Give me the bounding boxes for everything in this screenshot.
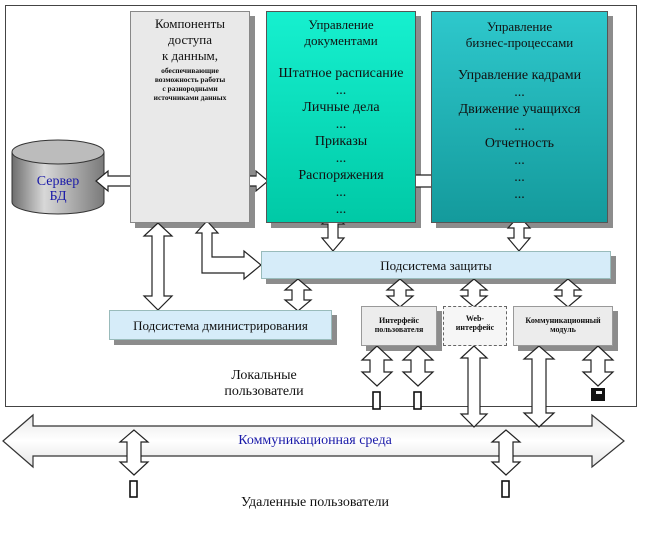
- local-users-line1: Локальные: [231, 368, 297, 383]
- local-users-line2: пользователи: [224, 384, 304, 399]
- comm-line1: Коммуникационный: [525, 316, 601, 325]
- security-subsystem-box: Подсистема защиты: [261, 251, 611, 279]
- communication-module-box: Коммуникационный модуль: [513, 306, 613, 346]
- user-terminal-icons: [129, 391, 510, 498]
- docs-item: Приказы: [314, 134, 368, 149]
- arrow-access-security: [194, 220, 262, 281]
- admin-subsystem-box: Подсистема дминистрирования: [109, 310, 332, 340]
- arrow-comm-device: [581, 345, 615, 387]
- docs-item: Штатное расписание: [278, 66, 404, 81]
- docs-title-line1: Управление: [308, 17, 374, 32]
- arrow-interface-user2: [401, 345, 435, 387]
- server-label-line1: Сервер: [36, 174, 80, 189]
- admin-label: Подсистема дминистрирования: [133, 318, 308, 333]
- web-interface-box: Web- интерфейс: [443, 306, 507, 346]
- interface-line2: пользователя: [374, 325, 424, 334]
- biz-item: ...: [514, 119, 525, 134]
- biz-item: Управление кадрами: [457, 68, 582, 83]
- access-detail-line4: источниками данных: [153, 93, 227, 102]
- docs-item: ...: [335, 202, 347, 217]
- local-user-icon-2: [413, 391, 422, 410]
- biz-item: Отчетность: [484, 136, 555, 151]
- arrow-interface-user1: [360, 345, 394, 387]
- arrow-access-admin: [142, 222, 174, 311]
- docs-item: ...: [335, 83, 347, 98]
- web-line1: Web-: [465, 314, 485, 323]
- local-users-label: Локальные пользователи: [204, 368, 324, 400]
- biz-item: ...: [514, 85, 525, 100]
- server-label: Сервер БД: [22, 174, 94, 204]
- remote-user-icon-2: [501, 480, 510, 498]
- computer-device-icon: [591, 388, 605, 401]
- remote-users-label: Удаленные пользователи: [241, 495, 389, 510]
- local-user-icon-1: [372, 391, 381, 410]
- network-label: Коммуникационная среда: [238, 433, 392, 448]
- biz-title-line1: Управление: [486, 19, 553, 34]
- docs-item: ...: [335, 117, 347, 132]
- arrow-web-network: [459, 345, 489, 428]
- docs-item: Личные дела: [302, 100, 380, 115]
- access-detail-line2: возможность работы: [154, 75, 226, 84]
- business-process-box: Управление бизнес-процессами Управление …: [431, 11, 608, 223]
- user-interface-box: Интерфейс пользователя: [361, 306, 437, 346]
- database-cylinder-icon: [11, 139, 105, 215]
- interface-line1: Интерфейс: [378, 316, 419, 325]
- access-title-line1: Компоненты: [154, 16, 226, 31]
- biz-item: Движение учащихся: [458, 102, 581, 117]
- biz-title-line2: бизнес-процессами: [465, 35, 574, 50]
- access-title-line3: к данным,: [161, 48, 219, 63]
- arrow-network-remote1: [118, 429, 150, 476]
- server-label-line2: БД: [49, 189, 67, 204]
- access-detail-line1: обеспечивающие: [161, 66, 219, 75]
- docs-item: Распоряжения: [298, 168, 384, 183]
- arrow-comm-network: [522, 345, 556, 428]
- docs-item: ...: [335, 185, 347, 200]
- arrow-network-remote2: [490, 429, 522, 476]
- docs-item: ...: [335, 151, 347, 166]
- access-detail-line3: с разнородными: [162, 84, 218, 93]
- web-line2: интерфейс: [455, 323, 495, 332]
- document-management-box: Управление документами Штатное расписани…: [266, 11, 416, 223]
- biz-item: ...: [514, 187, 525, 202]
- comm-line2: модуль: [550, 325, 576, 334]
- security-label: Подсистема защиты: [380, 258, 492, 273]
- docs-title-line2: документами: [304, 33, 378, 48]
- biz-item: ...: [514, 170, 525, 185]
- remote-user-icon-1: [129, 480, 138, 498]
- data-access-components-box: Компоненты доступа к данным, обеспечиваю…: [130, 11, 250, 223]
- biz-item: ...: [514, 153, 525, 168]
- access-title-line2: доступа: [168, 32, 212, 47]
- network-bar: [2, 413, 625, 469]
